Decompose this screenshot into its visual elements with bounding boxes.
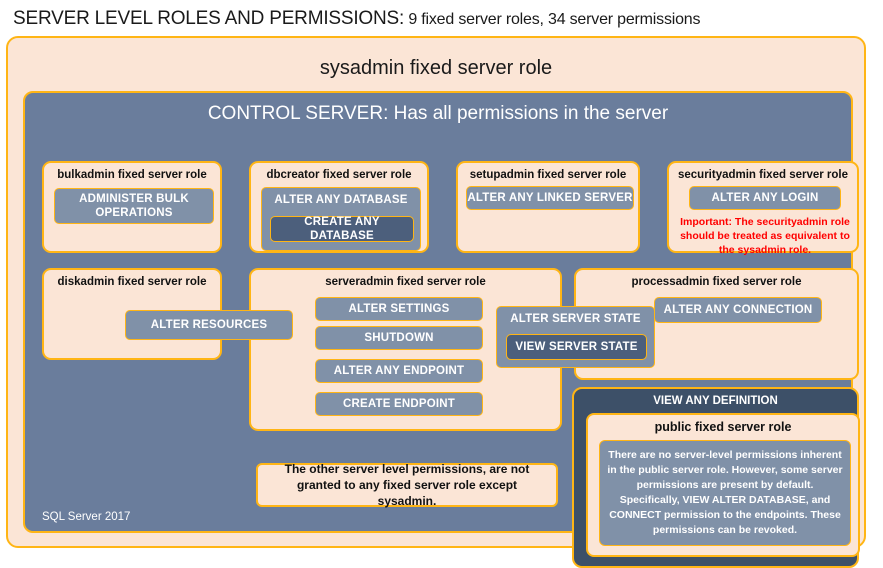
role-card-setupadmin: setupadmin fixed server role ALTER ANY L…	[456, 161, 640, 253]
permission-alter-any-login[interactable]: ALTER ANY LOGIN	[689, 186, 841, 210]
permission-administer-bulk-operations[interactable]: ADMINISTER BULK OPERATIONS	[54, 188, 214, 224]
permission-alter-server-state[interactable]: ALTER SERVER STATE VIEW SERVER STATE	[496, 306, 655, 368]
page-title: SERVER LEVEL ROLES AND PERMISSIONS: 9 fi…	[13, 8, 700, 30]
role-title-diskadmin: diskadmin fixed server role	[57, 276, 207, 288]
role-title-setupadmin: setupadmin fixed server role	[469, 169, 627, 181]
permission-create-any-database[interactable]: CREATE ANY DATABASE	[270, 216, 414, 242]
role-card-public: public fixed server role There are no se…	[586, 413, 860, 557]
control-server-permission-container: CONTROL SERVER: Has all permissions in t…	[23, 91, 860, 568]
role-card-bulkadmin: bulkadmin fixed server role ADMINISTER B…	[42, 161, 222, 253]
permission-shutdown[interactable]: SHUTDOWN	[315, 326, 483, 350]
sysadmin-fixed-server-role-container: sysadmin fixed server role CONTROL SERVE…	[6, 36, 866, 568]
public-role-description: There are no server-level permissions in…	[599, 440, 851, 546]
permission-alter-any-connection[interactable]: ALTER ANY CONNECTION	[654, 297, 822, 323]
permission-alter-any-database-label: ALTER ANY DATABASE	[274, 194, 408, 206]
permission-alter-any-endpoint[interactable]: ALTER ANY ENDPOINT	[315, 359, 483, 383]
control-server-label: CONTROL SERVER: Has all permissions in t…	[207, 103, 669, 124]
role-title-securityadmin: securityadmin fixed server role	[677, 169, 849, 181]
note-other-server-permissions: The other server level permissions, are …	[256, 462, 558, 508]
permission-alter-any-database[interactable]: ALTER ANY DATABASE CREATE ANY DATABASE	[261, 187, 421, 251]
role-title-processadmin: processadmin fixed server role	[631, 276, 802, 288]
permission-view-server-state[interactable]: VIEW SERVER STATE	[506, 334, 647, 360]
role-title-bulkadmin: bulkadmin fixed server role	[57, 169, 207, 181]
permission-create-endpoint[interactable]: CREATE ENDPOINT	[315, 392, 483, 416]
page-title-main: SERVER LEVEL ROLES AND PERMISSIONS:	[13, 8, 405, 29]
permission-alter-resources[interactable]: ALTER RESOURCES	[125, 310, 293, 340]
role-card-dbcreator: dbcreator fixed server role ALTER ANY DA…	[249, 161, 429, 253]
permission-alter-settings[interactable]: ALTER SETTINGS	[315, 297, 483, 321]
permission-alter-any-linked-server[interactable]: ALTER ANY LINKED SERVER	[466, 186, 634, 210]
page-title-subtitle: 9 fixed server roles, 34 server permissi…	[404, 11, 701, 28]
role-title-public: public fixed server role	[654, 420, 792, 434]
role-title-serveradmin: serveradmin fixed server role	[325, 276, 486, 288]
sysadmin-role-label: sysadmin fixed server role	[319, 57, 553, 79]
view-any-definition-container: VIEW ANY DEFINITION public fixed server …	[572, 387, 860, 568]
footer-version-label: SQL Server 2017	[42, 511, 131, 523]
permission-alter-server-state-label: ALTER SERVER STATE	[510, 313, 641, 325]
role-title-dbcreator: dbcreator fixed server role	[266, 169, 412, 181]
view-any-definition-label: VIEW ANY DEFINITION	[653, 395, 778, 407]
securityadmin-warning-note: Important: The securityadmin role should…	[680, 216, 850, 257]
role-card-securityadmin: securityadmin fixed server role ALTER AN…	[667, 161, 859, 256]
